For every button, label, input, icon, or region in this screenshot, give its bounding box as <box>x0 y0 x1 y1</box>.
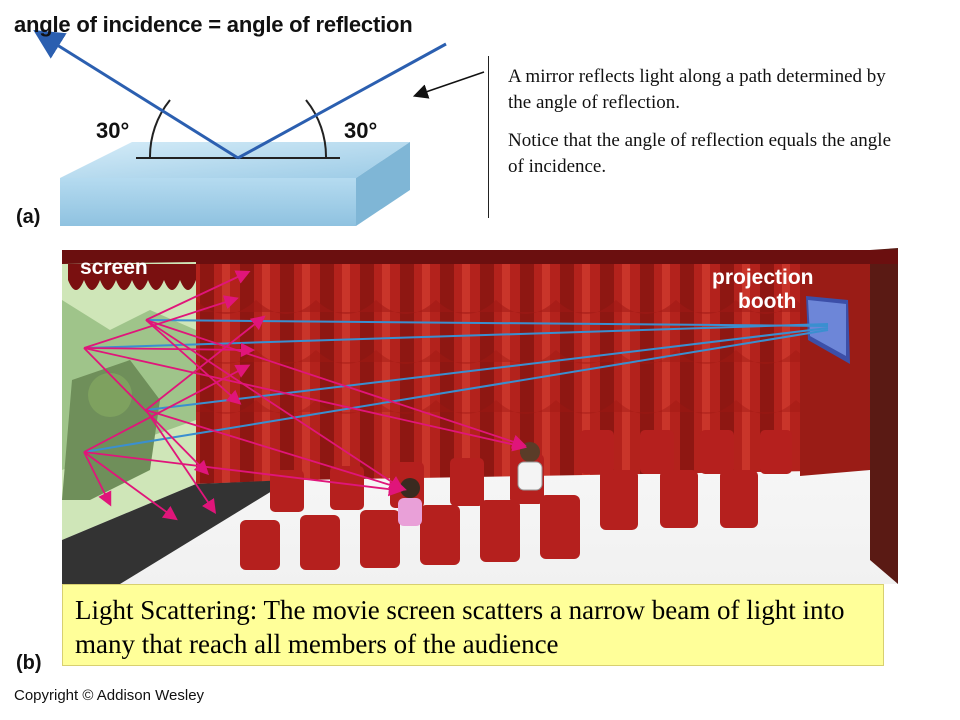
booth-label-line-2: booth <box>738 290 797 313</box>
annotation-text: A mirror reflects light along a path det… <box>508 64 908 192</box>
screen-label: screen <box>80 256 148 279</box>
scattered-rays <box>83 270 528 521</box>
angle-left-label: 30° <box>96 118 130 143</box>
booth-label-line-1: projection <box>712 266 814 289</box>
angle-arc-left <box>148 99 171 159</box>
annotation-divider <box>488 56 489 218</box>
reflected-ray <box>33 30 239 160</box>
annotation-line-2: Notice that the angle of reflection equa… <box>508 130 892 177</box>
screen-character <box>62 360 160 500</box>
angle-arc-right <box>305 99 328 159</box>
seat-rows <box>240 430 792 570</box>
curtain-scallops <box>182 300 856 414</box>
panel-a-heading: angle of incidence = angle of reflection <box>14 12 413 37</box>
mirror-slab <box>60 142 410 226</box>
pointer-arrow <box>412 71 485 99</box>
annotation-line-1: A mirror reflects light along a path det… <box>508 66 886 113</box>
incident-ray <box>237 42 447 160</box>
caption-box: Light Scattering: The movie screen scatt… <box>62 584 884 666</box>
panel-a-label: (a) <box>16 206 41 228</box>
panel-b-label: (b) <box>16 652 42 674</box>
back-curtain <box>196 250 870 484</box>
copyright-text: Copyright © Addison Wesley <box>14 687 205 704</box>
angle-right-label: 30° <box>344 118 378 143</box>
